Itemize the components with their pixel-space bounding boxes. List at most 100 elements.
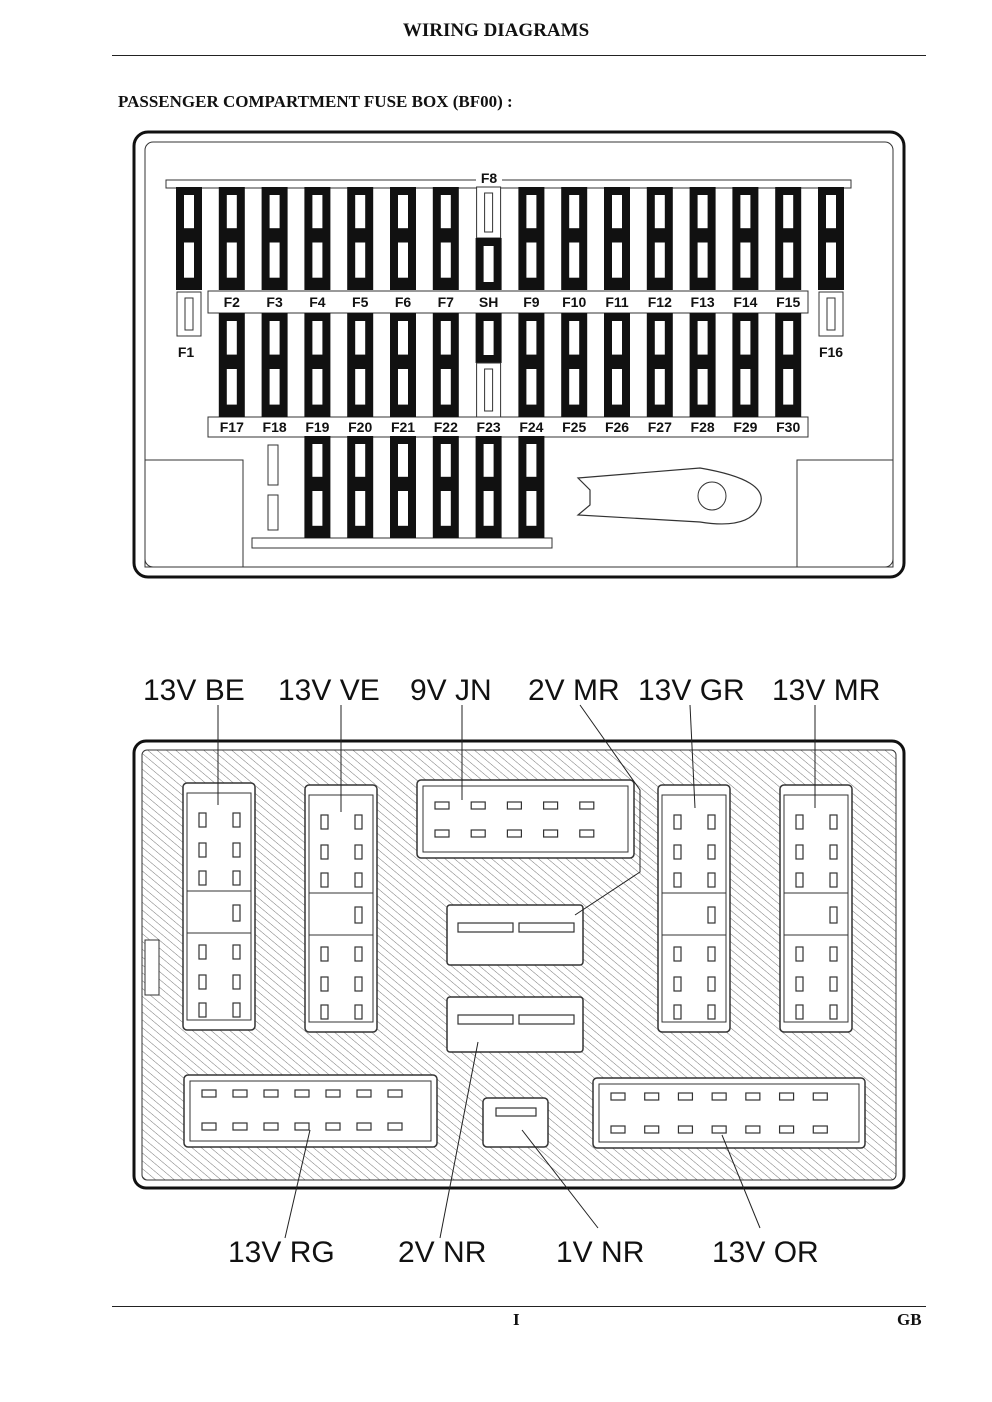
fuse-label: F5 xyxy=(352,294,369,310)
fuse-f21[interactable] xyxy=(390,313,416,417)
connector-label-13v-mr: 13V MR xyxy=(772,674,880,707)
connector-label-13v-gr: 13V GR xyxy=(638,674,745,707)
footer-rule xyxy=(112,1306,926,1307)
fuse-label: F19 xyxy=(305,419,329,435)
fuse-label-f1: F1 xyxy=(178,344,195,360)
fuse-label: F10 xyxy=(562,294,586,310)
connector-2v-mr[interactable] xyxy=(446,904,584,966)
fuse-f3[interactable] xyxy=(261,187,288,290)
fuse-box-layout: F8 F1 F16 F2F17F3F18F4F19F5F20F6F21F7F22… xyxy=(132,130,906,579)
connector-13v-rg[interactable] xyxy=(183,1074,438,1148)
connector-label-13v-or: 13V OR xyxy=(712,1236,819,1269)
fuse-f16[interactable] xyxy=(818,291,844,337)
leader-lines xyxy=(217,704,816,1239)
fuse-label: F9 xyxy=(523,294,540,310)
fuse-f8[interactable] xyxy=(476,186,502,239)
fuse-label: F7 xyxy=(438,294,455,310)
fuse-f22[interactable] xyxy=(432,313,459,417)
fuse-f6[interactable] xyxy=(390,187,416,290)
fuse-label: F4 xyxy=(309,294,326,310)
fuse-label: F18 xyxy=(263,419,287,435)
connector-13v-gr[interactable] xyxy=(657,784,731,1033)
fuse-slot-lower-3[interactable] xyxy=(304,436,331,538)
fuse-f10[interactable] xyxy=(561,187,588,290)
fuse-f24[interactable] xyxy=(518,313,545,417)
connector-9v-jn[interactable] xyxy=(416,779,635,859)
fuse-label: F6 xyxy=(395,294,412,310)
fuse-slot-f16-upper[interactable] xyxy=(818,187,844,290)
fuse-f27[interactable] xyxy=(646,313,673,417)
fuse-f30[interactable] xyxy=(775,313,802,417)
fuse-slot xyxy=(483,321,494,355)
fuse-f13[interactable] xyxy=(689,187,716,290)
fuse-label: F22 xyxy=(434,419,458,435)
fuse-label: F14 xyxy=(733,294,757,310)
connector-label-2v-mr: 2V MR xyxy=(528,674,620,707)
fuse-slot xyxy=(483,246,494,282)
connector-label-13v-rg: 13V RG xyxy=(228,1236,335,1269)
fuse-f12[interactable] xyxy=(646,187,673,290)
connector-label-1v-nr: 1V NR xyxy=(556,1236,644,1269)
fuse-label: F3 xyxy=(266,294,283,310)
connector-label-9v-jn: 9V JN xyxy=(410,674,492,707)
fuse-label: F27 xyxy=(648,419,672,435)
fuse-label: F11 xyxy=(605,294,629,310)
page-number: I xyxy=(513,1310,520,1329)
fuse-label: F29 xyxy=(733,419,757,435)
connector-1v-nr[interactable] xyxy=(482,1097,549,1148)
fuse-slot-lower-5[interactable] xyxy=(390,436,416,538)
fuse-f4[interactable] xyxy=(304,187,331,290)
fuse-label: F30 xyxy=(776,419,800,435)
fuse-f11[interactable] xyxy=(604,187,630,290)
fuse-f26[interactable] xyxy=(604,313,630,417)
language-code: GB xyxy=(897,1310,922,1329)
fuse-f9[interactable] xyxy=(518,187,545,290)
fuse-f23[interactable] xyxy=(476,362,502,418)
fuse-f17[interactable] xyxy=(218,313,245,417)
fuse-f7[interactable] xyxy=(432,187,459,290)
fuse-slot-lower-4[interactable] xyxy=(347,436,374,538)
fuse-f25[interactable] xyxy=(561,313,588,417)
connector-13v-ve[interactable] xyxy=(304,784,378,1033)
connector-label-13v-be: 13V BE xyxy=(143,674,245,707)
fuse-slot-lower-8[interactable] xyxy=(518,436,545,538)
fuse-f18[interactable] xyxy=(261,313,288,417)
fuse-f14[interactable] xyxy=(732,187,759,290)
fuse-f28[interactable] xyxy=(689,313,716,417)
fuse-f15[interactable] xyxy=(775,187,802,290)
connector-label-2v-nr: 2V NR xyxy=(398,1236,486,1269)
fuse-f20[interactable] xyxy=(347,313,374,417)
fuse-label: F17 xyxy=(220,419,244,435)
fuse-slot-lower-6[interactable] xyxy=(432,436,459,538)
connector-2v-nr[interactable] xyxy=(446,996,584,1053)
section-title: PASSENGER COMPARTMENT FUSE BOX (BF00) : xyxy=(118,92,513,111)
fuse-f29[interactable] xyxy=(732,313,759,417)
fuse-label: F21 xyxy=(391,419,415,435)
fuse-label: SH xyxy=(479,294,498,310)
fuse-f5[interactable] xyxy=(347,187,374,290)
connector-13v-mr[interactable] xyxy=(779,784,853,1033)
connector-labels-top: 13V BE 13V VE 9V JN 2V MR 13V GR 13V MR xyxy=(143,674,880,707)
fuse-label-f8: F8 xyxy=(481,170,498,186)
fuse-label: F28 xyxy=(691,419,715,435)
connector-label-13v-ve: 13V VE xyxy=(278,674,380,707)
fuse-label: F2 xyxy=(224,294,241,310)
fuse-slot-f1-upper[interactable] xyxy=(176,187,202,290)
connector-13v-or[interactable] xyxy=(592,1077,866,1149)
connector-13v-be[interactable] xyxy=(182,782,256,1031)
fuse-label: F26 xyxy=(605,419,629,435)
fuse-label: F12 xyxy=(648,294,672,310)
fuse-label: F25 xyxy=(562,419,586,435)
fuse-label: F15 xyxy=(776,294,800,310)
fuse-label-f16: F16 xyxy=(819,344,843,360)
header-rule xyxy=(112,55,926,56)
fuse-f19[interactable] xyxy=(304,313,331,417)
fuse-label: F24 xyxy=(519,419,543,435)
fuse-f1[interactable] xyxy=(176,291,202,337)
fuse-label: F13 xyxy=(691,294,715,310)
fuse-f2[interactable] xyxy=(218,187,245,290)
connector-labels-bottom: 13V RG 2V NR 1V NR 13V OR xyxy=(228,1236,819,1269)
fuse-slot-lower-7[interactable] xyxy=(475,436,502,538)
fuse-label: F23 xyxy=(477,419,501,435)
